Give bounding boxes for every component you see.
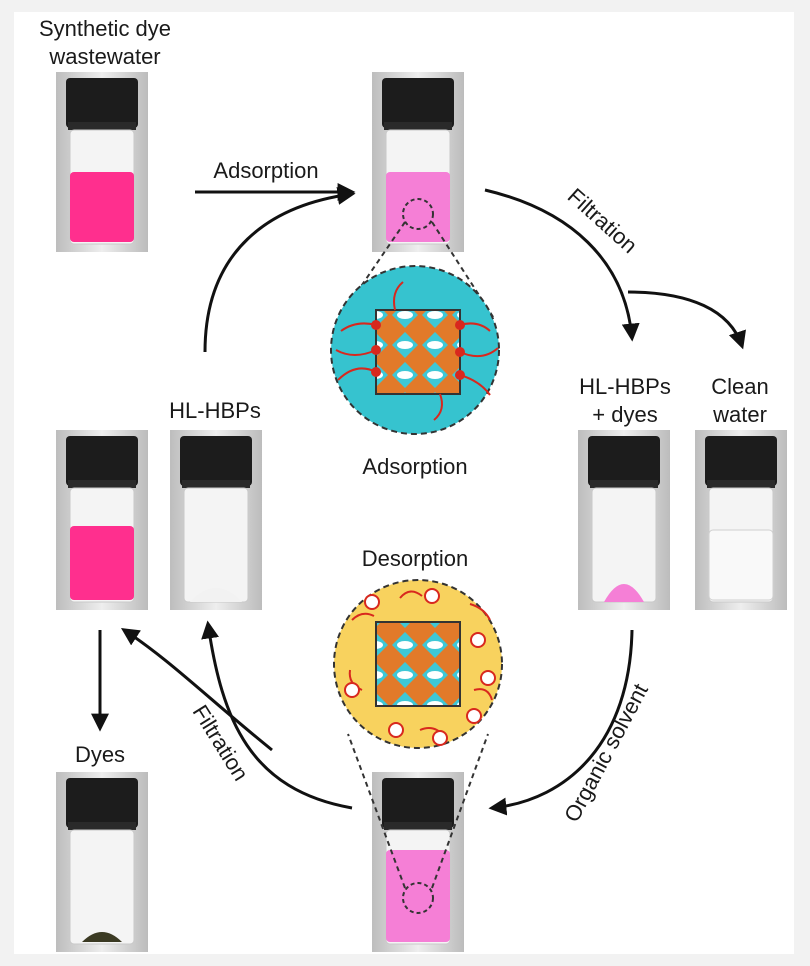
vial-liquid xyxy=(70,172,134,242)
label-desorption-inset: Desorption xyxy=(361,546,469,571)
vial-hlhbps-regenerated xyxy=(170,430,262,610)
plus-charge-icon xyxy=(344,588,496,746)
vial-liquid xyxy=(70,526,134,600)
label-clean-water-2: water xyxy=(713,402,767,427)
label-adsorption-arrow: Adsorption xyxy=(213,158,319,183)
vial-liquid xyxy=(386,172,450,242)
desorption-inset xyxy=(333,579,503,749)
arrow-filtration-left xyxy=(201,620,353,810)
label-synthetic-dye-2: wastewater xyxy=(49,44,161,69)
label-hlhbps-left: HL-HBPs xyxy=(169,398,261,423)
arrow-filtration-left-branch xyxy=(120,628,273,752)
label-hlhbps-dyes-2: + dyes xyxy=(592,402,658,427)
vial-dyes xyxy=(56,772,148,952)
vial-desorption xyxy=(372,772,464,952)
vial-clean-water xyxy=(695,430,787,610)
framework-icon xyxy=(375,621,461,707)
arrow-organic-solvent xyxy=(488,629,634,816)
label-hlhbps-dyes-1: HL-HBPs xyxy=(579,374,671,399)
label-adsorption-inset: Adsorption xyxy=(362,454,468,479)
flow-arrows xyxy=(91,183,746,816)
vial-hlhbps-dyes xyxy=(578,430,670,610)
vial-synthetic-dye xyxy=(56,72,148,252)
vial-liquid xyxy=(386,850,450,942)
vial-recovered-dye-solution xyxy=(56,430,148,610)
zoom-lines-desorption xyxy=(347,733,489,889)
adsorption-inset xyxy=(330,265,500,435)
zoom-lines-adsorption xyxy=(337,221,496,321)
label-dyes: Dyes xyxy=(74,742,126,767)
framework-icon xyxy=(375,309,461,395)
arrow-clean-water xyxy=(627,290,746,350)
plus-charge-icon xyxy=(371,320,465,380)
arrow-filtration-right xyxy=(484,188,640,342)
arrow-cycle-left-up xyxy=(203,187,356,353)
label-clean-water-1: Clean xyxy=(711,374,769,399)
vial-adsorption xyxy=(372,72,464,252)
label-synthetic-dye-1: Synthetic dye xyxy=(38,16,172,41)
